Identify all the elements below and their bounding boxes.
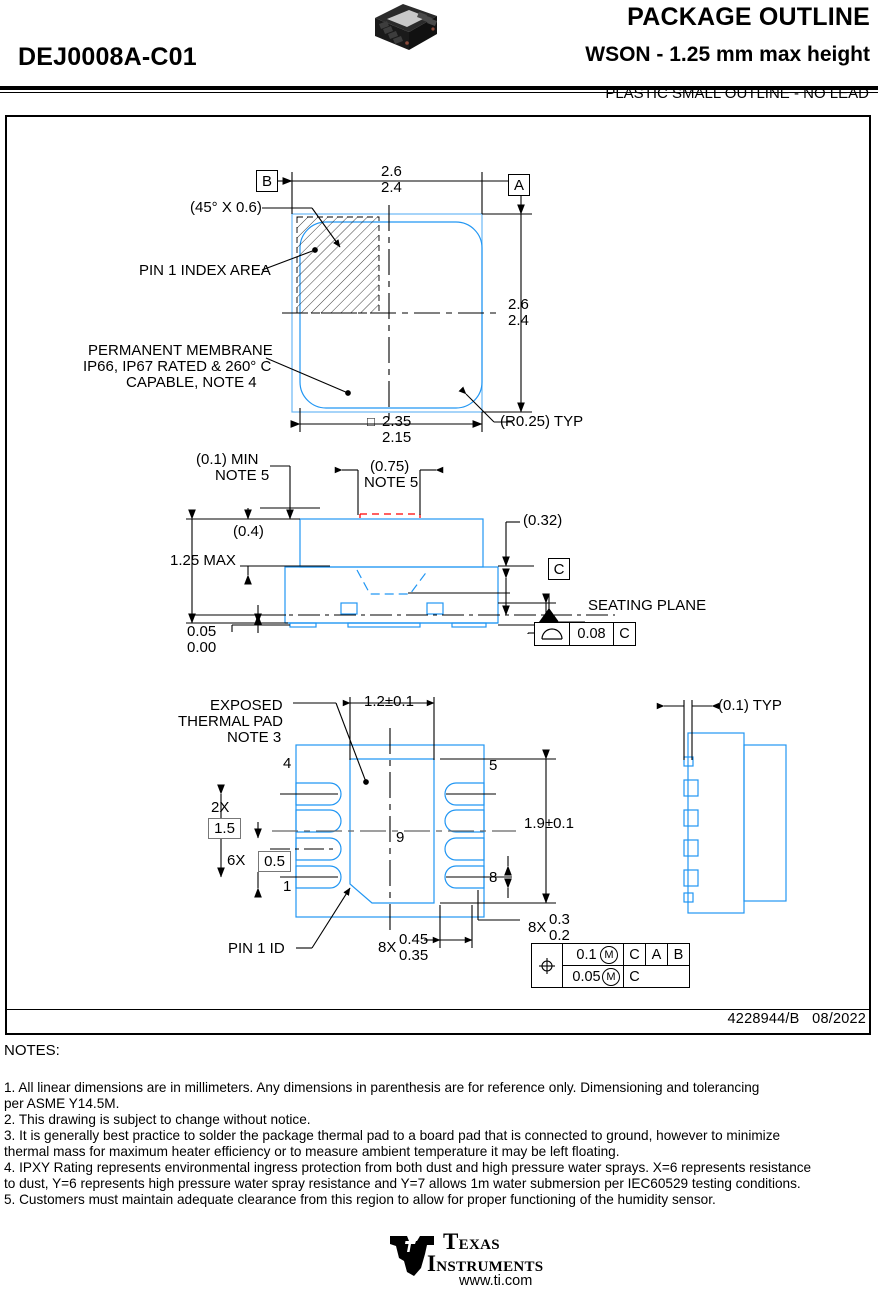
top-height-max: 2.6 [508, 296, 529, 313]
side-profile-dim: (0.1) TYP [718, 697, 782, 714]
window-width: (0.75) [370, 458, 410, 475]
document-number: 4228944/B 08/2022 [727, 1011, 866, 1027]
pitch-text: 0.5 [264, 853, 285, 870]
body-size-max: 2.35 [382, 413, 412, 430]
tol-primary-value: 0.1 [576, 946, 597, 963]
thermal-pad-line2: THERMAL PAD [178, 713, 284, 730]
pitch-span-count: 2X [211, 799, 230, 816]
header-divider-thin [0, 92, 878, 93]
datum-c-label: C [553, 560, 565, 578]
note-item: 3. It is generally best practice to sold… [4, 1128, 781, 1143]
lead-width-max: 0.3 [549, 911, 570, 928]
window-note: NOTE 5 [364, 474, 419, 491]
note-item: thermal mass for maximum heater efficien… [4, 1144, 620, 1159]
pitch-count: 6X [227, 852, 246, 869]
flatness-value: 0.08 [569, 623, 613, 645]
pin-number-1: 1 [283, 878, 292, 895]
flatness-datum: C [613, 623, 635, 645]
wson-package-photo-icon [363, 2, 445, 54]
page-title: PACKAGE OUTLINE [627, 3, 870, 31]
drawing-frame-bottom-rule [5, 1009, 871, 1010]
pin-number-5: 5 [489, 757, 498, 774]
pin1-index-area-label: PIN 1 INDEX AREA [139, 262, 271, 279]
flatness-control-frame: 0.08 C [534, 622, 636, 646]
note-item: 2. This drawing is subject to change wit… [4, 1112, 311, 1127]
company-name-line1: TEXAS [443, 1229, 500, 1254]
note-item: to dust, Y=6 represents high pressure wa… [4, 1176, 801, 1191]
top-height-min: 2.4 [508, 312, 529, 329]
datum-b-badge: B [256, 170, 278, 192]
company-name-line2: INSTRUMENTS [427, 1251, 544, 1276]
lead-length-min: 0.35 [399, 947, 429, 964]
lid-height: (0.4) [233, 523, 264, 540]
position-control-frame: 0.1 M C A B 0.05 M C [531, 943, 690, 988]
tol-secondary-value: 0.05 [572, 968, 601, 985]
membrane-label-line3: CAPABLE, NOTE 4 [126, 374, 257, 391]
lead-thickness-min: 0.00 [187, 639, 217, 656]
thermal-pad-line1: EXPOSED [210, 697, 283, 714]
tol-primary-datum-a: A [645, 944, 667, 965]
pin-number-9: 9 [396, 829, 405, 846]
datum-a-label: A [513, 176, 524, 194]
body-size-min: 2.15 [382, 429, 412, 446]
lead-width-count: 8X [528, 919, 547, 936]
package-subtitle: WSON - 1.25 mm max height [585, 43, 870, 66]
standoff-min-line2: NOTE 5 [215, 467, 270, 484]
body-square-symbol: □ [367, 414, 375, 429]
pad-width-dim: 1.2±0.1 [364, 693, 414, 710]
lead-width-min: 0.2 [549, 927, 570, 944]
tol-primary-datum-b: B [667, 944, 689, 965]
notes-heading: NOTES: [4, 1042, 60, 1059]
mmc-modifier-icon-2: M [602, 968, 620, 986]
true-position-icon [532, 944, 563, 987]
top-width-max: 2.6 [381, 163, 402, 180]
datum-a-badge: A [508, 174, 530, 196]
ti-url[interactable]: www.ti.com [459, 1273, 533, 1289]
datum-b-label: B [261, 172, 272, 190]
part-number: DEJ0008A-C01 [18, 43, 197, 71]
top-width-min: 2.4 [381, 179, 402, 196]
membrane-label-line2: IP66, IP67 RATED & 260° C [83, 358, 272, 375]
note-item: 4. IPXY Rating represents environmental … [4, 1160, 812, 1175]
tol-primary-datum-c: C [623, 944, 645, 965]
pin-number-4: 4 [283, 755, 292, 772]
note-item: 5. Customers must maintain adequate clea… [4, 1192, 716, 1207]
datum-c-badge: C [548, 558, 570, 580]
seating-plane-label: SEATING PLANE [588, 597, 707, 614]
pin-number-8: 8 [489, 869, 498, 886]
header-divider [0, 86, 878, 90]
membrane-label-line1: PERMANENT MEMBRANE [88, 342, 273, 359]
chamfer-callout: (45° X 0.6) [190, 199, 262, 216]
package-family-label: PLASTIC SMALL OUTLINE - NO LEAD [605, 85, 869, 102]
tol-secondary-datum-c: C [623, 966, 645, 987]
position-row-secondary: 0.05 M C [563, 966, 689, 987]
pad-depth-callout: (0.32) [523, 512, 563, 529]
pad-height-dim: 1.9±0.1 [524, 815, 574, 832]
total-height-max: 1.25 MAX [170, 552, 236, 569]
lead-thickness-max: 0.05 [187, 623, 217, 640]
pitch-span-value: 1.5 [208, 818, 241, 839]
note-item: 1. All linear dimensions are in millimet… [4, 1080, 760, 1095]
drawing-frame [5, 115, 871, 1035]
thermal-pad-line3: NOTE 3 [227, 729, 282, 746]
position-row-primary: 0.1 M C A B [563, 944, 689, 966]
pitch-span-text: 1.5 [214, 820, 235, 837]
note-item: per ASME Y14.5M. [4, 1096, 120, 1111]
corner-radius-callout: (R0.25) TYP [500, 413, 584, 430]
mmc-modifier-icon: M [600, 946, 618, 964]
pin1-id-label: PIN 1 ID [228, 940, 285, 957]
lead-length-max: 0.45 [399, 931, 429, 948]
flatness-icon [535, 623, 569, 645]
ti-logo-icon [387, 1232, 439, 1278]
standoff-min-line1: (0.1) MIN [196, 451, 259, 468]
lead-length-count: 8X [378, 939, 397, 956]
pitch-value: 0.5 [258, 851, 291, 872]
